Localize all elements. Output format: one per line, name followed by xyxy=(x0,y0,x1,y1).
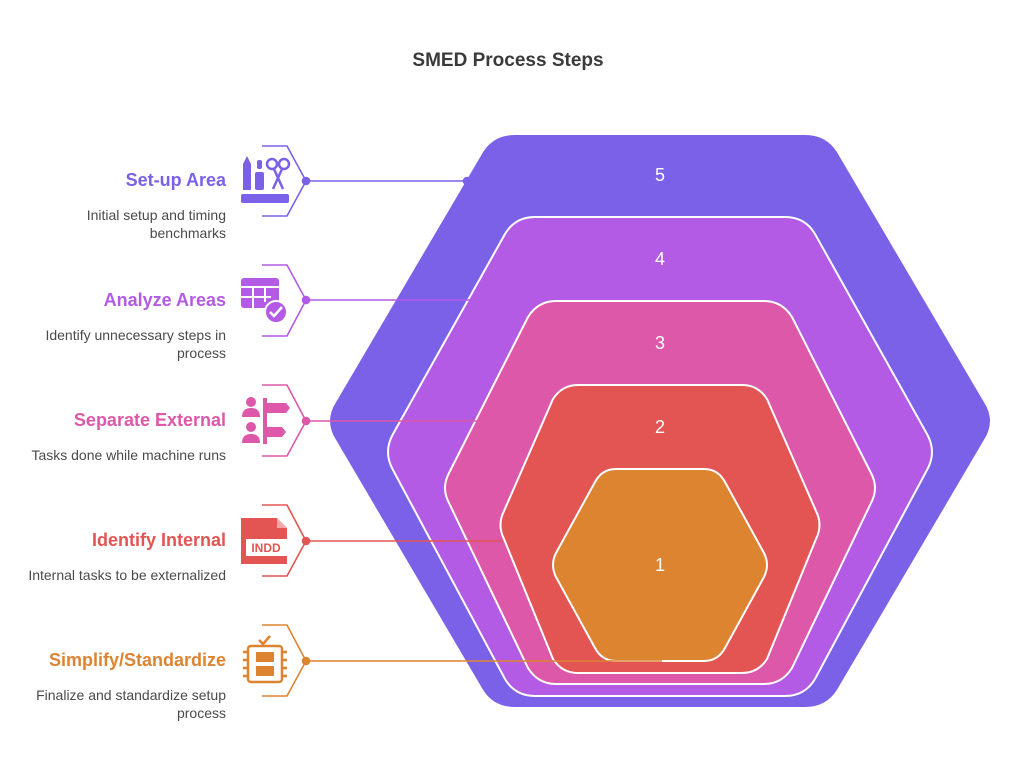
indd-file-icon: INDD xyxy=(241,518,287,564)
step-desc-identify-internal: Internal tasks to be externalized xyxy=(28,567,226,583)
connector-step-1 xyxy=(262,624,662,697)
step-title-separate-external: Separate External xyxy=(73,410,226,430)
connector-step-5 xyxy=(262,145,472,217)
connector-step-3 xyxy=(262,384,482,457)
hexagon-level-1 xyxy=(552,468,768,662)
connector-step-2 xyxy=(262,504,503,577)
step-number-1: 1 xyxy=(654,555,665,575)
step-title-setup-area: Set-up Area xyxy=(125,170,226,190)
step-desc-setup-area: Initial setup and timing benchmarks xyxy=(86,207,226,241)
diagram-title: SMED Process Steps xyxy=(412,50,604,71)
people-signpost-icon xyxy=(242,397,290,444)
step-title-identify-internal: Identify Internal xyxy=(91,530,226,550)
step-number-5: 5 xyxy=(654,165,665,185)
step-desc-analyze-areas: Identify unnecessary steps in process xyxy=(45,327,226,361)
step-desc-simplify-standardize: Finalize and standardize setup process xyxy=(36,687,226,721)
step-number-3: 3 xyxy=(654,333,665,353)
connector-step-4 xyxy=(262,264,477,337)
step-title-simplify-standardize: Simplify/Standardize xyxy=(48,650,226,670)
step-desc-separate-external: Tasks done while machine runs xyxy=(31,447,226,463)
film-strip-icon xyxy=(243,635,287,684)
step-number-4: 4 xyxy=(654,249,665,269)
svg-text:INDD: INDD xyxy=(251,541,281,555)
step-number-2: 2 xyxy=(654,417,665,437)
tools-icon xyxy=(241,156,291,203)
step-title-analyze-areas: Analyze Areas xyxy=(103,290,226,310)
spreadsheet-check-icon xyxy=(241,278,288,324)
